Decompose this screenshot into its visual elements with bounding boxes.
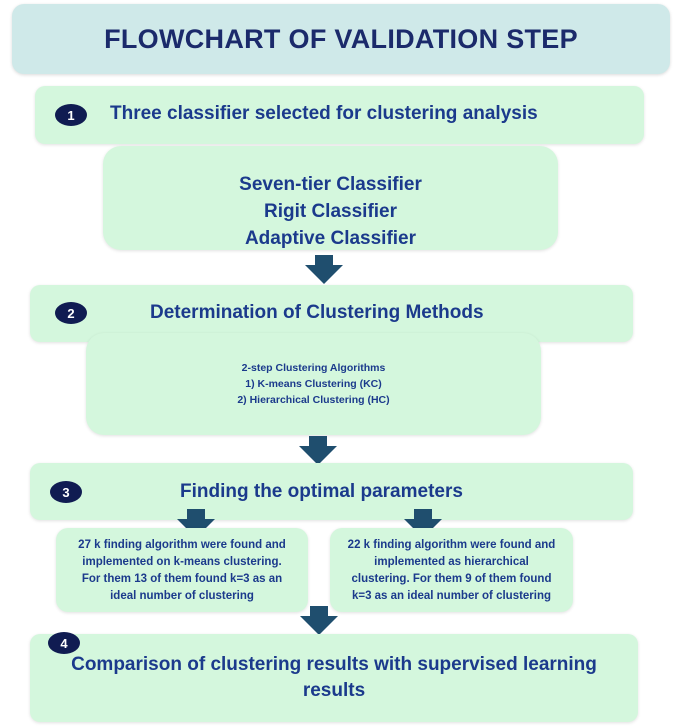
step-4-title: Comparison of clustering results with su… <box>30 652 638 704</box>
arrow-down-icon <box>404 509 442 538</box>
step-3-box: 3 Finding the optimal parameters <box>30 463 633 520</box>
finding-line: For them 13 of them found k=3 as an <box>81 573 283 585</box>
step-2-badge: 2 <box>55 302 87 324</box>
step-2-title: Determination of Clustering Methods <box>150 302 484 323</box>
methods-list: 2-step Clustering Algorithms 1) K-means … <box>86 360 541 408</box>
classifier-item: Adaptive Classifier <box>244 228 417 249</box>
arrow-down-icon <box>300 606 338 635</box>
step-4-badge: 4 <box>48 632 80 654</box>
title-banner: FLOWCHART OF VALIDATION STEP <box>12 4 670 74</box>
method-item: 1) K-means Clustering (KC) <box>245 378 382 390</box>
step-2-box: 2 Determination of Clustering Methods <box>30 285 633 342</box>
classifier-box: Seven-tier Classifier Rigit Classifier A… <box>103 146 558 250</box>
classifier-item: Rigit Classifier <box>263 201 398 222</box>
methods-heading: 2-step Clustering Algorithms <box>241 362 386 374</box>
arrow-down-icon <box>299 436 337 465</box>
method-item: 2) Hierarchical Clustering (HC) <box>237 394 390 406</box>
step-4-title-line: results <box>302 680 366 701</box>
step-1-title: Three classifier selected for clustering… <box>110 103 538 124</box>
finding-line: implemented on k-means clustering. <box>82 556 282 568</box>
classifier-list: Seven-tier Classifier Rigit Classifier A… <box>103 171 558 252</box>
page-title: FLOWCHART OF VALIDATION STEP <box>104 23 578 54</box>
kmeans-findings-box: 27 k finding algorithm were found and im… <box>56 528 308 612</box>
methods-box: 2-step Clustering Algorithms 1) K-means … <box>86 333 541 435</box>
kmeans-findings-text: 27 k finding algorithm were found and im… <box>66 537 298 605</box>
step-4-title-line: Comparison of clustering results with su… <box>71 654 597 675</box>
finding-line: clustering. For them 9 of them found <box>351 573 552 585</box>
finding-line: 22 k finding algorithm were found and <box>347 539 556 551</box>
finding-line: k=3 as an ideal number of clustering <box>351 590 552 602</box>
hierarchical-findings-text: 22 k finding algorithm were found and im… <box>336 537 567 605</box>
step-1-box: 1 Three classifier selected for clusteri… <box>35 86 644 144</box>
hierarchical-findings-box: 22 k finding algorithm were found and im… <box>330 528 573 612</box>
step-3-badge: 3 <box>50 481 82 503</box>
finding-line: ideal number of clustering <box>110 590 254 602</box>
arrow-down-icon <box>305 255 343 284</box>
finding-line: 27 k finding algorithm were found and <box>78 539 286 551</box>
step-4-box: 4 Comparison of clustering results with … <box>30 632 638 722</box>
arrow-down-icon <box>177 509 215 538</box>
classifier-item: Seven-tier Classifier <box>239 174 422 195</box>
finding-line: implemented as hierarchical <box>374 556 529 568</box>
step-3-title: Finding the optimal parameters <box>180 481 463 502</box>
step-1-badge: 1 <box>55 104 87 126</box>
